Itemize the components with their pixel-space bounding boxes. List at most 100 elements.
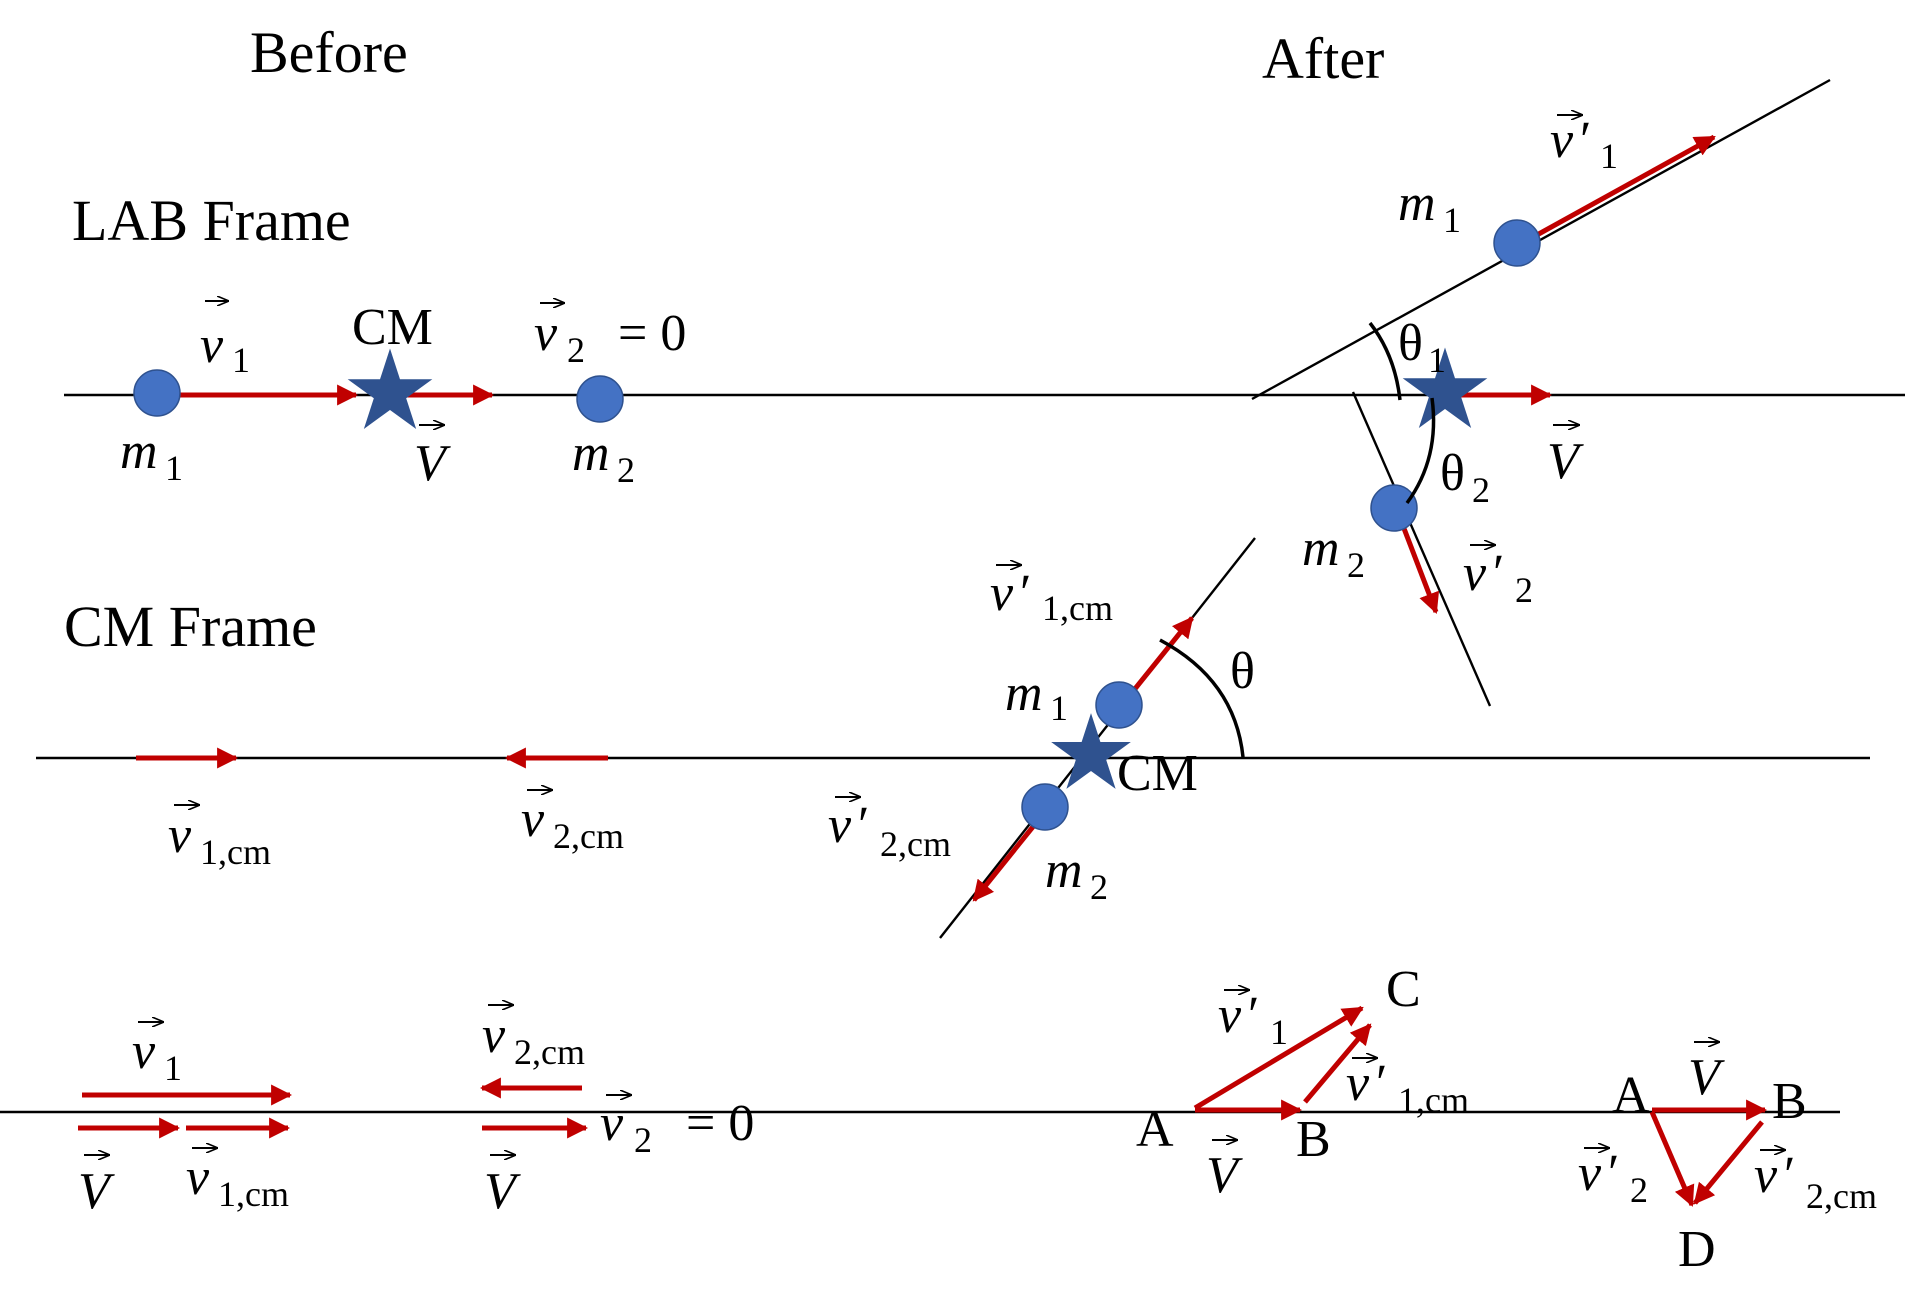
v2-equals-zero-bottom-label: v 2 = 0 [600,1095,754,1160]
svg-text:2: 2 [1472,470,1490,510]
svg-text:1: 1 [164,1048,182,1088]
svg-text:2: 2 [1347,545,1365,585]
svg-text:v: v [990,565,1014,622]
v1-prime-arrow [1515,134,1716,249]
v1-prime-triangle-arrow [1193,1005,1364,1111]
svg-text:v: v [482,1007,506,1064]
m2-label: m 2 [572,425,635,490]
V-bottom-label: V [78,1155,115,1220]
m1-cm-label: m 1 [1005,665,1068,728]
theta2-label: θ 2 [1440,445,1490,510]
svg-text:v: v [534,305,558,362]
V-after-label: V [1547,425,1584,490]
svg-text:′: ′ [1580,112,1591,169]
svg-text:v: v [1463,545,1487,602]
svg-text:′: ′ [1020,565,1031,622]
theta1-label: θ 1 [1398,315,1446,380]
svg-text:v: v [1754,1147,1778,1204]
svg-text:2,cm: 2,cm [514,1032,585,1072]
svg-text:V: V [1547,433,1584,490]
svg-text:= 0: = 0 [686,1095,754,1152]
svg-text:1: 1 [1050,688,1068,728]
svg-text:′: ′ [1376,1055,1387,1112]
svg-text:m: m [1302,520,1340,577]
v2-prime-triangle-label: v ′ 2 [1578,1145,1648,1210]
v2-prime-arrow [1397,517,1440,614]
svg-text:V: V [78,1163,115,1220]
svg-text:2,cm: 2,cm [1806,1176,1877,1216]
svg-text:2: 2 [567,330,585,370]
v1-prime-label: v ′ 1 [1550,112,1618,176]
svg-text:v: v [132,1023,156,1080]
svg-text:v: v [1550,112,1574,169]
svg-text:= 0: = 0 [618,305,686,362]
v1-cm-bottom-label: v 1,cm [186,1148,289,1214]
V-triangle-label: V [1206,1140,1243,1204]
m1-after-ball [1493,219,1541,267]
svg-text:θ: θ [1398,315,1423,372]
after-heading: After [1262,26,1384,91]
cm-label: CM [352,299,433,356]
lab-before: v 1 CM v 2 = 0 V m 1 m 2 [64,299,1905,492]
v1-prime-triangle-label: v ′ 1 [1218,987,1288,1052]
m1-cm-ball [1095,681,1143,729]
m1-after-label: m 1 [1398,175,1461,240]
v2-cm-label: v 2,cm [521,790,624,856]
m2-after-label: m 2 [1302,520,1365,585]
svg-text:′: ′ [1493,545,1504,602]
svg-text:θ: θ [1440,445,1465,502]
theta1-arc [1368,321,1402,401]
v2-prime-cm-triangle-label: v ′ 2,cm [1754,1147,1877,1216]
cm-frame: v 1,cm v 2,cm v ′ 1,cm θ m 1 CM v [36,537,1870,939]
lab-after: v ′ 1 m 1 θ 1 θ 2 V m 2 v ′ 2 [1251,78,1831,707]
point-d-label: D [1678,1221,1716,1278]
svg-text:v: v [1346,1055,1370,1112]
svg-text:v: v [828,797,852,854]
svg-text:1: 1 [1428,340,1446,380]
cm-frame-cm-label: CM [1117,745,1198,802]
m1-trajectory-line [1251,78,1831,401]
point-b-label: B [1296,1111,1331,1168]
svg-text:′: ′ [1784,1147,1795,1204]
cm-after-star [1402,347,1488,429]
v1-bottom-label: v 1 [132,1022,182,1088]
svg-text:v: v [521,791,545,848]
svg-text:v: v [186,1149,210,1206]
V-label: V [414,425,451,492]
point-a-label: A [1136,1101,1174,1158]
V-bottom-2-label: V [484,1155,521,1220]
point-a2-label: A [1612,1067,1650,1124]
svg-text:1: 1 [1443,200,1461,240]
theta-arc [1159,638,1245,758]
svg-text:′: ′ [1248,987,1259,1044]
v2-prime-label: v ′ 2 [1463,545,1533,610]
svg-text:′: ′ [1608,1145,1619,1202]
m2-cm-label: m 2 [1045,842,1108,907]
v2-prime-triangle-arrow [1649,1111,1695,1207]
m2-trajectory-line [1351,391,1492,707]
svg-text:1,cm: 1,cm [200,832,271,872]
svg-text:2: 2 [1630,1170,1648,1210]
cm-star [347,348,433,430]
v2-prime-cm-label: v ′ 2,cm [828,797,951,864]
m1-label: m 1 [120,423,183,488]
V-triangle-2-label: V [1688,1042,1725,1106]
svg-text:V: V [1206,1147,1243,1204]
svg-text:1: 1 [1270,1012,1288,1052]
v2-prime-cm-triangle-arrow [1693,1120,1764,1205]
theta-label: θ [1230,643,1255,700]
v1-prime-cm-triangle-arrow [1303,1023,1372,1104]
v1-label: v 1 [200,301,250,380]
m1-ball [133,369,181,417]
vector-addition: v 1 V v 1,cm v 2,cm V v 2 = 0 [0,961,1877,1278]
svg-text:v: v [168,807,192,864]
before-heading: Before [250,20,408,85]
v2-cm-bottom-label: v 2,cm [482,1005,585,1072]
svg-text:V: V [1688,1049,1725,1106]
svg-text:m: m [120,423,158,480]
point-b2-label: B [1772,1073,1807,1130]
cm-frame-star [1051,713,1131,789]
svg-text:m: m [1398,175,1436,232]
svg-text:1,cm: 1,cm [218,1174,289,1214]
v1-cm-label: v 1,cm [168,805,271,872]
